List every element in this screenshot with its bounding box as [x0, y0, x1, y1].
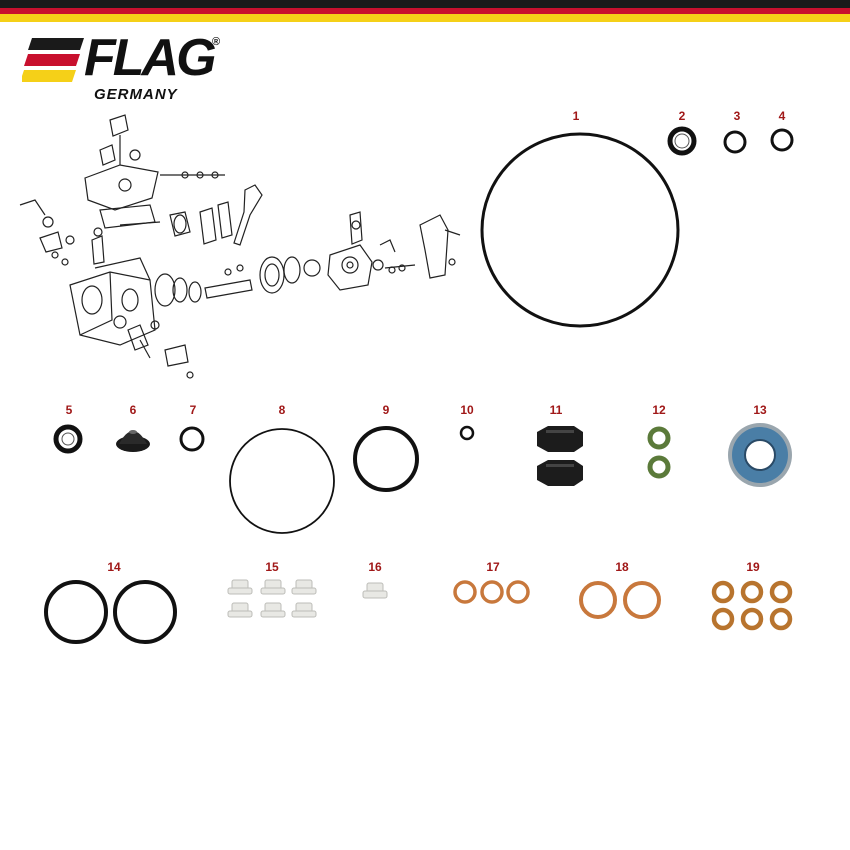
part-label-15: 15	[265, 560, 279, 574]
registered-mark: ®	[212, 36, 221, 48]
part-label-3: 3	[733, 109, 741, 123]
part-8-thin-o-ring-icon	[229, 428, 335, 534]
stripe-black	[0, 0, 850, 8]
logo-subtitle: GERMANY	[94, 86, 178, 103]
stripe-red	[0, 8, 850, 14]
part-label-18: 18	[615, 560, 629, 574]
part-label-17: 17	[486, 560, 500, 574]
part-9-o-ring-icon	[353, 426, 419, 492]
injection-pump-exploded-diagram-icon	[19, 114, 461, 379]
logo-wordmark: FLAG	[84, 29, 217, 87]
part-label-8: 8	[278, 403, 286, 417]
part-12-green-o-ring-icon	[647, 426, 671, 479]
part-label-1: 1	[572, 109, 580, 123]
part-label-7: 7	[189, 403, 197, 417]
part-15-plastic-bushing-icon	[227, 579, 317, 618]
part-4-o-ring-icon	[770, 128, 794, 152]
part-label-10: 10	[460, 403, 474, 417]
flag-logo: FLAG ® GERMANY	[22, 29, 222, 104]
part-label-11: 11	[549, 403, 563, 417]
part-19-copper-washer-icon	[711, 580, 793, 631]
stripe-gold	[0, 14, 850, 22]
part-11-rubber-damper-block-icon	[537, 426, 583, 486]
part-label-2: 2	[678, 109, 686, 123]
part-label-5: 5	[65, 403, 73, 417]
part-label-16: 16	[368, 560, 382, 574]
part-label-9: 9	[382, 403, 390, 417]
part-10-small-o-ring-icon	[459, 425, 475, 441]
part-label-19: 19	[746, 560, 760, 574]
part-label-12: 12	[652, 403, 666, 417]
part-label-6: 6	[129, 403, 137, 417]
part-6-rubber-cap-icon	[116, 430, 150, 452]
part-label-14: 14	[107, 560, 121, 574]
flag-emblem-icon	[22, 38, 84, 82]
part-13-blue-shaft-seal-icon	[728, 423, 792, 487]
part-7-o-ring-icon	[179, 426, 205, 452]
part-2-shaft-seal-icon	[667, 126, 697, 156]
part-14-o-ring-pair-icon	[44, 580, 177, 644]
part-16-plastic-bushing-icon	[362, 582, 388, 599]
part-3-o-ring-icon	[723, 130, 747, 154]
part-18-copper-washer-icon	[579, 581, 661, 619]
part-5-shaft-seal-icon	[53, 424, 83, 454]
part-1-large-o-ring-icon	[480, 132, 680, 328]
part-17-copper-washer-icon	[453, 580, 530, 604]
part-label-4: 4	[778, 109, 786, 123]
part-label-13: 13	[753, 403, 767, 417]
